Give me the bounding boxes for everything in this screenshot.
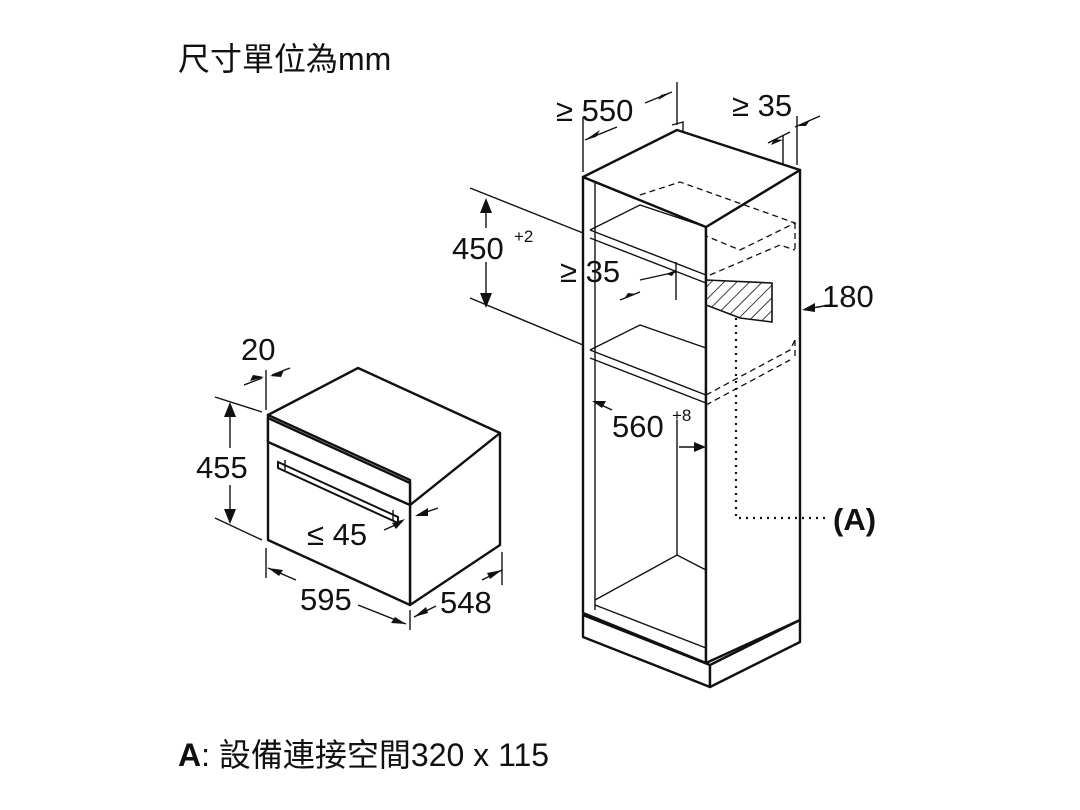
- connection-a-label: (A): [833, 502, 876, 537]
- oven-depth-label: 548: [440, 585, 492, 620]
- oven-depth-front-label: 20: [241, 332, 275, 367]
- side-height-label: 180: [822, 279, 874, 314]
- connection-space-hatch: [705, 279, 773, 323]
- legend-footnote: A: 設備連接空間320 x 115: [178, 730, 549, 776]
- niche-width-label: 560: [612, 409, 664, 444]
- legend-separator: :: [201, 737, 210, 773]
- niche-height-label: 450: [452, 231, 504, 266]
- shelf-gap-label: ≥ 35: [560, 254, 620, 289]
- cabinet-drawing: [581, 121, 828, 689]
- legend-text: 設備連接空間320 x 115: [210, 737, 550, 773]
- oven-height-label: 455: [196, 450, 248, 485]
- cabinet-rear-gap-label: ≥ 35: [732, 88, 792, 123]
- niche-height-tolerance: +2: [514, 227, 533, 246]
- cabinet-depth-label: ≥ 550: [556, 93, 633, 128]
- oven-width-label: 595: [300, 582, 352, 617]
- page-title: 尺寸單位為mm: [178, 41, 392, 77]
- cabinet-dimensions: [469, 82, 831, 452]
- niche-width-tolerance: +8: [672, 406, 691, 425]
- handle-gap-label: ≤ 45: [307, 517, 367, 552]
- legend-key: A: [178, 737, 202, 773]
- oven-dimensions: [214, 367, 503, 630]
- dimension-labels: ≥ 550 ≥ 35 450 +2 ≥ 35 180 560 +8 (A) 20…: [196, 88, 876, 620]
- oven-drawing: [266, 366, 502, 607]
